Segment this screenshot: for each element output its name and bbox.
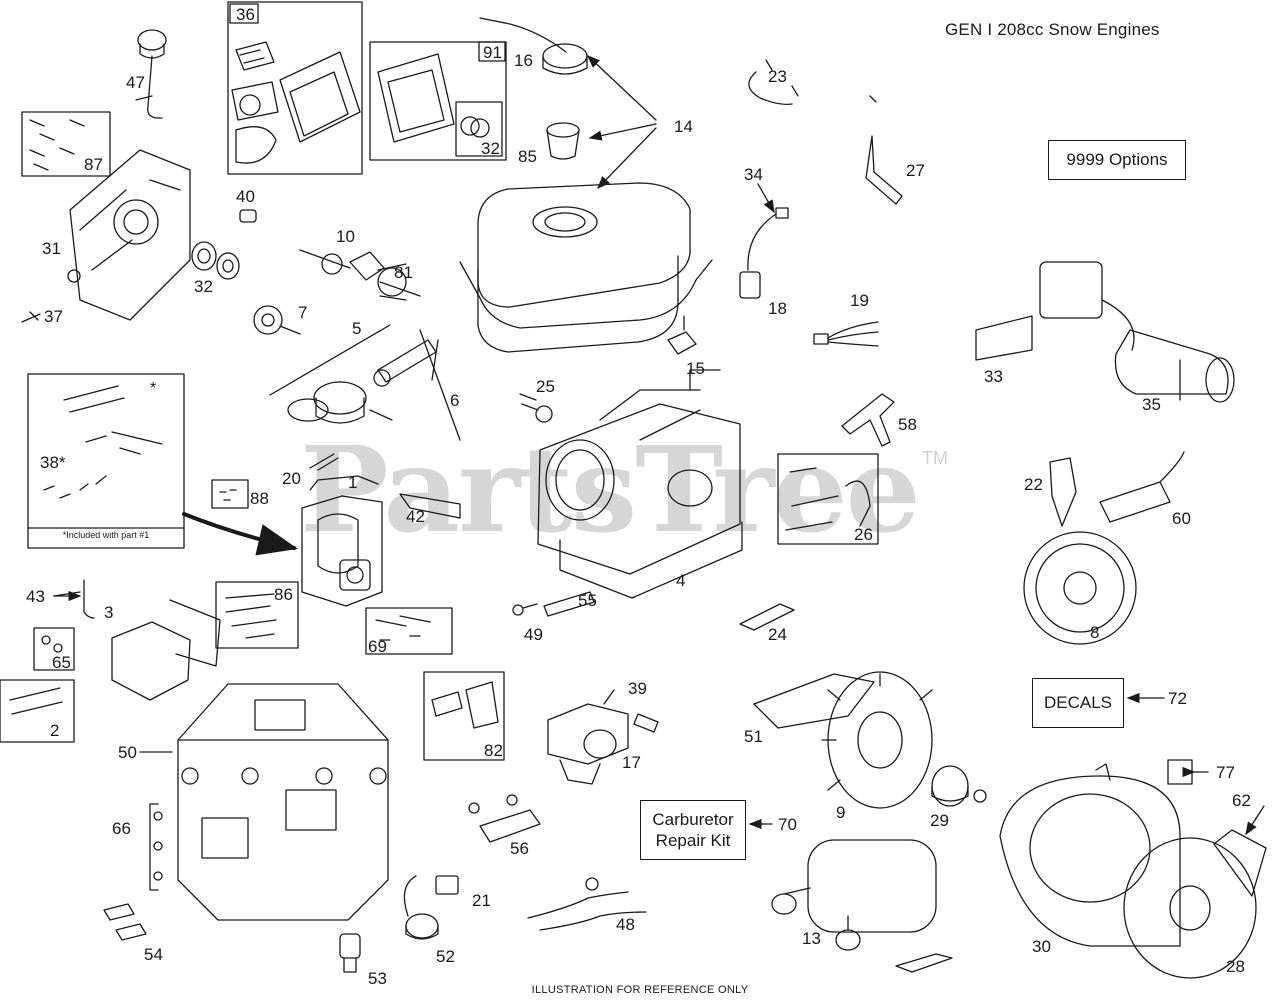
inset-note: *Included with part #1 bbox=[62, 530, 150, 540]
bolt-49[interactable] bbox=[512, 603, 538, 616]
trademark-mark: TM bbox=[922, 448, 948, 468]
drain-plug-37[interactable] bbox=[21, 311, 41, 323]
bracket-24[interactable] bbox=[739, 603, 795, 631]
bolt-25[interactable] bbox=[519, 393, 553, 423]
ignition-wire-34[interactable] bbox=[739, 183, 789, 299]
governor-kit-26[interactable] bbox=[777, 453, 879, 545]
hardware-65[interactable] bbox=[33, 627, 75, 671]
fuel-cap-16[interactable] bbox=[479, 17, 588, 75]
engine-shroud-50[interactable] bbox=[177, 683, 389, 921]
decals-callout[interactable]: DECALS bbox=[1032, 678, 1124, 728]
switch-21[interactable] bbox=[435, 875, 459, 895]
hardware-69[interactable] bbox=[365, 607, 453, 655]
diagram-title: GEN I 208cc Snow Engines bbox=[945, 20, 1160, 39]
fuel-strainer-85[interactable] bbox=[546, 122, 580, 160]
fuel-line-23[interactable] bbox=[748, 59, 799, 106]
valve-guides-86[interactable] bbox=[215, 581, 299, 649]
fuel-tank[interactable] bbox=[459, 182, 713, 353]
valve-cover-bracket-42[interactable] bbox=[399, 493, 461, 519]
starter-handle-62[interactable] bbox=[1213, 805, 1267, 897]
decal-77[interactable] bbox=[1167, 759, 1209, 785]
carburetor-17[interactable] bbox=[547, 689, 659, 785]
bracket-33[interactable] bbox=[975, 315, 1033, 361]
fuel-valve-15[interactable] bbox=[667, 315, 697, 355]
oil-fill-58[interactable] bbox=[841, 393, 895, 447]
ring-gear-8[interactable] bbox=[1023, 531, 1137, 645]
options-callout[interactable]: 9999 Options bbox=[1048, 140, 1186, 180]
flywheel-fan-9[interactable] bbox=[821, 671, 933, 809]
wire-harness-19[interactable] bbox=[813, 321, 879, 347]
primer-52[interactable] bbox=[403, 875, 439, 940]
screws-66[interactable] bbox=[149, 803, 163, 891]
carb-gasket-set-82[interactable] bbox=[423, 671, 505, 761]
electric-starter-35[interactable] bbox=[1039, 261, 1235, 403]
harness-48[interactable] bbox=[527, 877, 647, 931]
footer-note: ILLUSTRATION FOR REFERENCE ONLY bbox=[531, 984, 749, 996]
switch-60[interactable] bbox=[1099, 451, 1185, 523]
muffler-13[interactable] bbox=[771, 839, 953, 973]
dowel-55[interactable] bbox=[543, 591, 595, 617]
crankshaft[interactable] bbox=[299, 249, 421, 301]
starter-cup-29[interactable] bbox=[931, 765, 987, 807]
bolt-set-88[interactable] bbox=[211, 479, 249, 509]
choke-lever-27[interactable] bbox=[865, 95, 903, 205]
bearings-32[interactable] bbox=[191, 241, 240, 280]
crankcase-cover[interactable] bbox=[67, 149, 191, 321]
gasket-kit-91[interactable] bbox=[369, 41, 507, 161]
carb-callout-line2: Repair Kit bbox=[655, 831, 731, 850]
oil-seal-40[interactable] bbox=[239, 209, 257, 223]
dipstick-tube[interactable] bbox=[135, 29, 167, 119]
governor-arm-2[interactable] bbox=[0, 679, 75, 743]
bolt-set-87[interactable] bbox=[21, 111, 111, 177]
carb-callout-line1: Carburetor bbox=[652, 809, 734, 829]
cylinder-head-1[interactable] bbox=[301, 475, 383, 607]
blower-housing-30[interactable] bbox=[999, 763, 1181, 947]
breather-tube-43[interactable] bbox=[53, 579, 95, 619]
camshaft[interactable] bbox=[253, 305, 301, 335]
recoil-starter-28[interactable] bbox=[1123, 837, 1257, 979]
baffle-22[interactable] bbox=[1049, 457, 1077, 527]
engine-block[interactable] bbox=[537, 369, 743, 599]
cover-51[interactable] bbox=[753, 673, 875, 729]
gasket-kit-36[interactable] bbox=[227, 1, 363, 175]
choke-knob-53[interactable] bbox=[339, 933, 361, 973]
keys-54[interactable] bbox=[103, 903, 147, 941]
spark-plug-20[interactable] bbox=[309, 453, 339, 471]
muffler-guard-56[interactable] bbox=[468, 794, 541, 843]
inset-star: * bbox=[150, 380, 157, 397]
valve-cover-3[interactable] bbox=[111, 599, 221, 701]
valve-parts-inset-38[interactable] bbox=[27, 373, 185, 549]
piston-assembly[interactable] bbox=[269, 324, 461, 441]
watermark: PartsTree bbox=[300, 420, 921, 559]
carburetor-repair-kit-callout[interactable]: Carburetor Repair Kit bbox=[640, 800, 746, 860]
